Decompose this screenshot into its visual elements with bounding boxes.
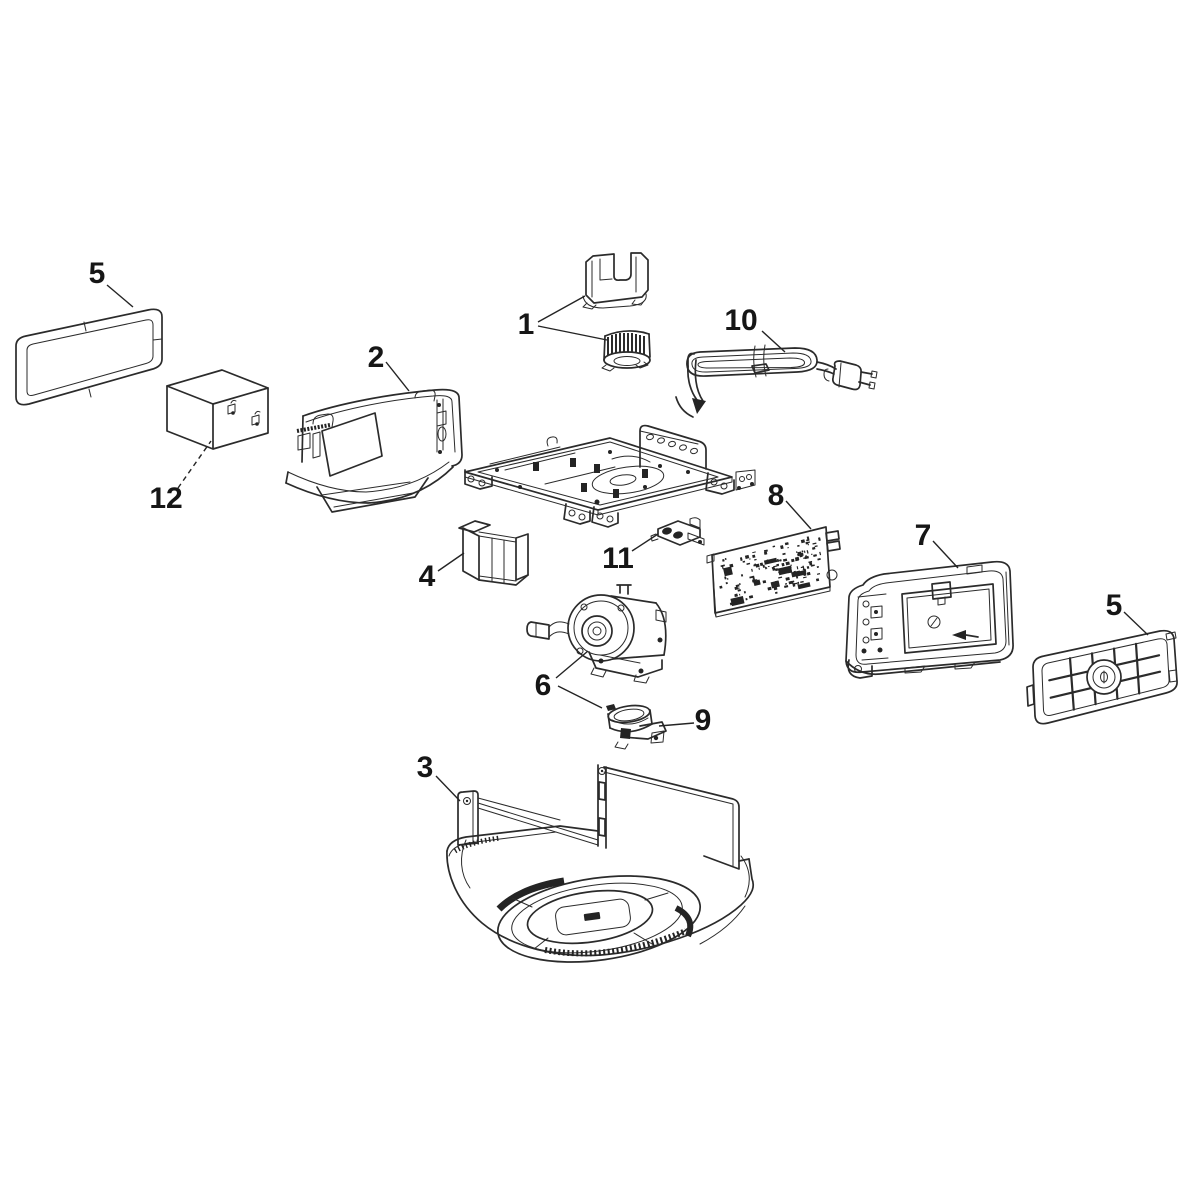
blower-wheel [601, 330, 651, 372]
part-3-bottom-cover [446, 764, 755, 963]
part-5-left-frame-panel [15, 308, 163, 406]
callout-12: 12 [149, 440, 212, 515]
part-5-right-grille-panel [1026, 629, 1178, 725]
part-12-junction-box [166, 369, 269, 450]
callout-1: 1 [518, 295, 608, 341]
callout-4: 4 [419, 552, 465, 593]
pcb-speckles [719, 536, 822, 607]
callout-2-label: 2 [368, 341, 385, 374]
mounting-plate-assembly [464, 424, 756, 528]
callout-4-leader [437, 552, 465, 572]
callout-9-label: 9 [695, 704, 712, 737]
part-10-power-cord [675, 344, 878, 418]
callout-11-leader [631, 533, 659, 552]
callout-8: 8 [768, 479, 812, 530]
callout-6-label: 6 [535, 669, 552, 702]
part-7-end-panel [845, 560, 1014, 679]
part-1-blower-assembly [582, 252, 651, 372]
callout-11: 11 [602, 533, 659, 575]
callout-4-label: 4 [419, 560, 436, 593]
callout-11-label: 11 [602, 542, 634, 575]
callout-2-leader [385, 361, 410, 392]
callout-5-right-label: 5 [1106, 589, 1123, 622]
callout-5-left: 5 [89, 257, 134, 308]
callout-12-leader [177, 440, 212, 489]
callout-8-label: 8 [768, 479, 785, 512]
callout-5-right: 5 [1106, 589, 1149, 636]
part-9-motor-bracket [606, 704, 667, 750]
callout-5-left-label: 5 [89, 257, 106, 290]
capacitor-bracket [582, 252, 649, 310]
callout-9-leader [658, 722, 695, 727]
plate-standoffs [495, 450, 690, 498]
callout-1-leaders [537, 295, 608, 341]
callout-7-label: 7 [915, 519, 932, 552]
callout-7-leader [932, 540, 959, 569]
part-8-circuit-board [706, 526, 841, 618]
callout-8-leader [785, 500, 812, 530]
callout-12-label: 12 [149, 482, 182, 515]
callout-3-leader [435, 775, 461, 802]
callout-10-label: 10 [724, 304, 757, 337]
part-4-bracket-box [458, 520, 529, 586]
motor-face [567, 594, 635, 662]
callout-5-right-leader [1123, 611, 1149, 636]
callout-6-leaders [555, 650, 603, 709]
part-2-end-cap [285, 388, 463, 513]
callout-9: 9 [658, 704, 712, 737]
part-11-terminal-switch [650, 517, 705, 546]
callout-5-left-leader [106, 284, 134, 308]
callout-3: 3 [417, 751, 461, 802]
callout-1-label: 1 [518, 308, 535, 341]
power-plug [823, 360, 878, 391]
callout-7: 7 [915, 519, 959, 569]
callout-6: 6 [535, 650, 603, 709]
callout-2: 2 [368, 341, 410, 392]
part-6-motor [526, 584, 667, 684]
callout-3-label: 3 [417, 751, 434, 784]
callout-10: 10 [724, 304, 786, 353]
callout-10-leader [761, 330, 786, 353]
